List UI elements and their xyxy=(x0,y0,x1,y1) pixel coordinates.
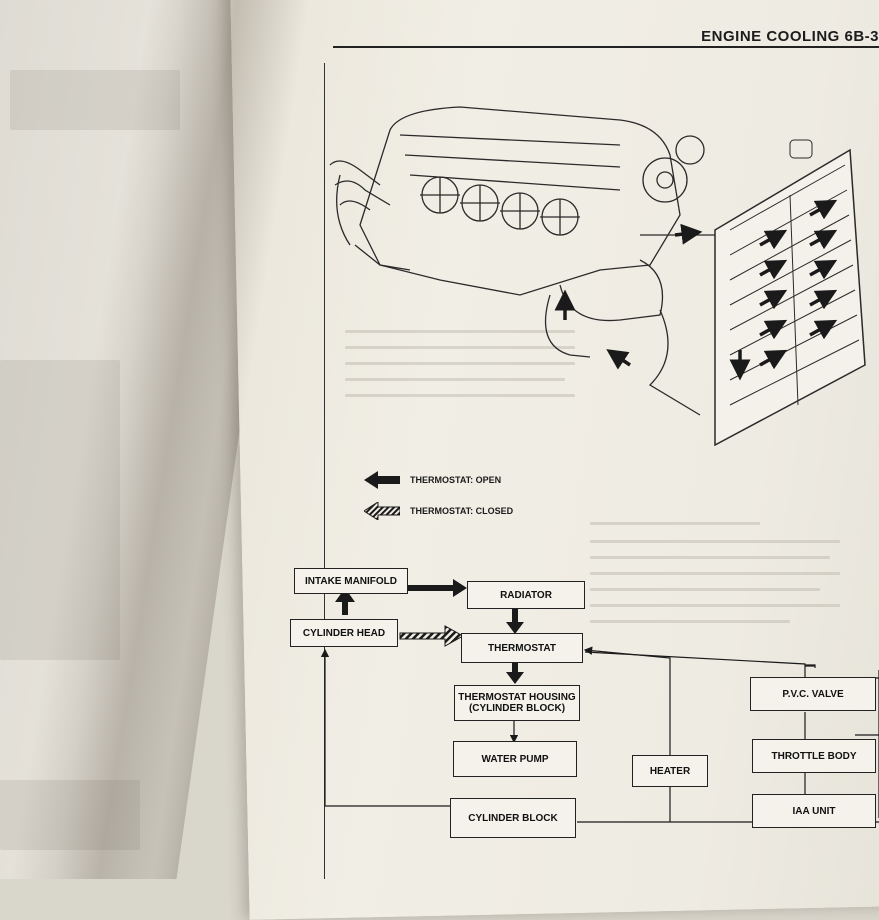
flow-box-thermostat-housing: THERMOSTAT HOUSING (CYLINDER BLOCK) xyxy=(454,685,580,721)
bleed-through-text xyxy=(345,346,575,349)
flow-box-cylinder-head: CYLINDER HEAD xyxy=(290,619,398,647)
bleed-through-text xyxy=(345,378,565,381)
bleed-through-text xyxy=(590,540,840,543)
flow-box-water-pump: WATER PUMP xyxy=(453,741,577,777)
thermostat-housing-line2: (CYLINDER BLOCK) xyxy=(468,703,566,714)
flow-box-thermostat: THERMOSTAT xyxy=(461,633,583,663)
bleed-through-text xyxy=(345,362,575,365)
header-rule xyxy=(333,46,879,48)
left-page-figure xyxy=(0,360,120,660)
flow-box-cylinder-block: CYLINDER BLOCK xyxy=(450,798,576,838)
flow-box-pvc-valve: P.V.C. VALVE xyxy=(750,677,876,711)
flow-box-intake-manifold: INTAKE MANIFOLD xyxy=(294,568,408,594)
bleed-through-text xyxy=(590,572,840,575)
flow-box-iaa-unit: IAA UNIT xyxy=(752,794,876,828)
bleed-through-text xyxy=(590,522,760,525)
flow-box-radiator: RADIATOR xyxy=(467,581,585,609)
legend-closed-label: THERMOSTAT: CLOSED xyxy=(410,506,514,516)
diagram-frame-line xyxy=(324,63,325,879)
legend-open-label: THERMOSTAT: OPEN xyxy=(410,475,502,485)
bleed-through-text xyxy=(345,394,575,397)
legend-open: THERMOSTAT: OPEN xyxy=(364,471,501,489)
left-page-text-block xyxy=(10,70,180,130)
hatched-arrow-icon xyxy=(364,502,400,520)
page-header-title: ENGINE COOLING 6B-3 xyxy=(701,28,879,45)
thermostat-housing-line1: THERMOSTAT HOUSING xyxy=(458,692,576,703)
engine-cooling-illustration xyxy=(329,106,866,447)
bleed-through-text xyxy=(345,330,575,333)
bleed-through-text xyxy=(590,556,830,559)
legend-closed: THERMOSTAT: CLOSED xyxy=(364,502,513,520)
left-page-text-block xyxy=(0,780,140,850)
bleed-through-text xyxy=(590,588,820,591)
bleed-through-text xyxy=(590,604,840,607)
bleed-through-text xyxy=(590,620,790,623)
flow-box-heater: HEATER xyxy=(632,755,708,787)
flow-box-throttle-body: THROTTLE BODY xyxy=(752,739,876,773)
solid-arrow-icon xyxy=(364,471,400,489)
